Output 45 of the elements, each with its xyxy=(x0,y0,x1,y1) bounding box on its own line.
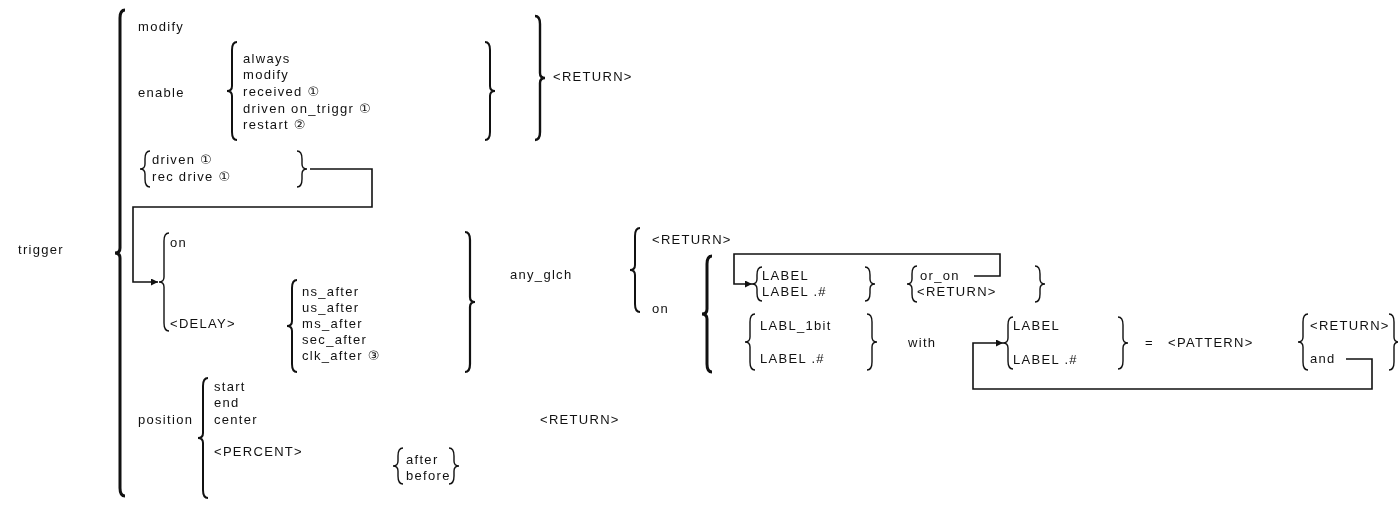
placeholder-text: <RETURN> xyxy=(553,69,633,85)
keyword: enable xyxy=(138,85,185,101)
keyword: trigger xyxy=(18,242,64,258)
keyword: ns_after xyxy=(302,284,360,300)
keyword: modify xyxy=(138,19,185,35)
keyword: LABEL .# xyxy=(1013,352,1078,368)
keyword: position xyxy=(138,412,194,428)
loop-arrow xyxy=(972,339,1373,390)
keyword: before xyxy=(406,468,451,484)
keyword: LABEL .# xyxy=(762,284,827,300)
placeholder-text: <RETURN> xyxy=(652,232,732,248)
keyword: ms_after xyxy=(302,316,363,332)
keyword: LABEL .# xyxy=(760,351,825,367)
keyword: center xyxy=(214,412,258,428)
keyword: and xyxy=(1310,351,1336,367)
keyword: always xyxy=(243,51,291,67)
placeholder-text: <RETURN> xyxy=(540,412,620,428)
keyword: LABL_1bit xyxy=(760,318,832,334)
loop-arrow xyxy=(733,253,1001,288)
placeholder-text: <RETURN> xyxy=(1310,318,1390,334)
placeholder-text: <RETURN> xyxy=(917,284,997,300)
keyword: us_after xyxy=(302,300,360,316)
keyword: with xyxy=(908,335,937,351)
keyword: on xyxy=(652,301,670,317)
keyword: modify xyxy=(243,67,290,83)
loop-arrow xyxy=(132,168,373,286)
keyword: driven ① xyxy=(152,152,214,168)
keyword: LABEL xyxy=(1013,318,1060,334)
placeholder-text: <PERCENT> xyxy=(214,444,303,460)
keyword: any_glch xyxy=(510,267,573,283)
keyword: clk_after ③ xyxy=(302,348,381,364)
keyword: <DELAY> xyxy=(170,316,236,332)
keyword: on xyxy=(170,235,188,251)
keyword: after xyxy=(406,452,439,468)
keyword: restart ② xyxy=(243,117,307,133)
keyword: rec drive ① xyxy=(152,169,232,185)
placeholder-text: <PATTERN> xyxy=(1168,335,1254,351)
keyword: LABEL xyxy=(762,268,809,284)
keyword: end xyxy=(214,395,240,411)
keyword: start xyxy=(214,379,246,395)
keyword: driven on_triggr ① xyxy=(243,101,372,117)
keyword: = xyxy=(1145,335,1154,351)
keyword: or_on xyxy=(920,268,960,284)
keyword: received ① xyxy=(243,84,321,100)
keyword: sec_after xyxy=(302,332,368,348)
